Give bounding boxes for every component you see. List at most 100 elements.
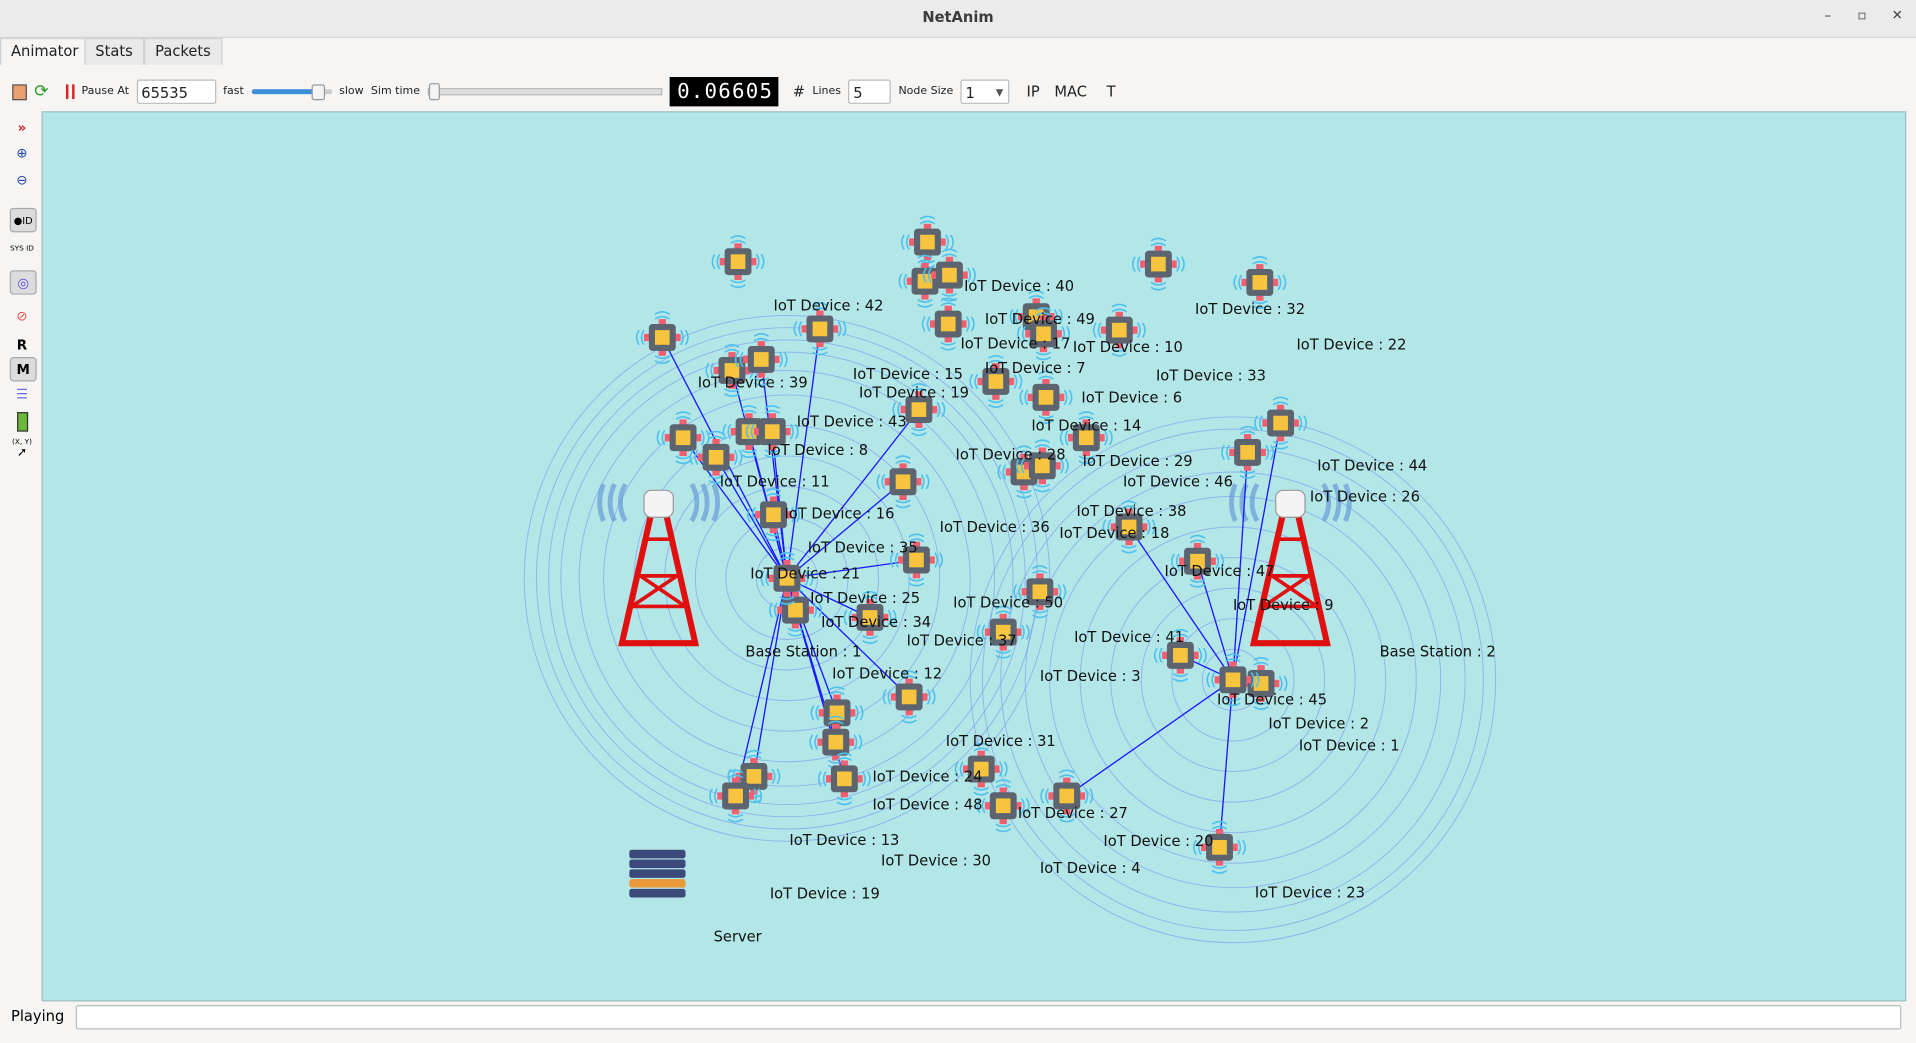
reload-icon[interactable]: ⟳ <box>34 81 49 102</box>
iot-device-icon <box>1017 307 1070 361</box>
device-chip <box>766 507 781 523</box>
iot-device-icon <box>635 310 689 364</box>
link-line <box>682 437 788 579</box>
wifi-waves <box>881 460 925 504</box>
wifi-waves <box>765 556 809 600</box>
device-label: IoT Device : 48 <box>872 795 983 814</box>
wifi-waves <box>848 595 892 640</box>
iot-device-icon <box>1015 439 1069 493</box>
zoom-in-icon[interactable]: ⊕ <box>16 144 28 161</box>
range-ring <box>1079 526 1387 834</box>
wifi-waves <box>843 590 897 644</box>
wifi-waves <box>1045 774 1089 818</box>
wifi-waves <box>711 235 765 289</box>
wifi-waves <box>1175 539 1220 583</box>
device-label: IoT Device : 1 <box>1298 737 1400 755</box>
wifi-waves <box>922 248 976 302</box>
wifi-waves <box>876 455 930 509</box>
sys-id-button[interactable]: SYS ID <box>10 243 34 253</box>
no-symbol-icon[interactable]: ⊘ <box>16 307 28 324</box>
base-station-tower-2 <box>1229 482 1352 647</box>
wifi-waves <box>814 720 858 764</box>
zoom-out-icon[interactable]: ⊖ <box>16 171 28 188</box>
r-button[interactable]: R <box>16 336 28 353</box>
wifi-waves <box>1092 303 1146 357</box>
pause-at-input[interactable]: 65535 <box>136 79 216 104</box>
wifi-waves <box>1019 370 1073 424</box>
pause-button[interactable] <box>65 73 75 110</box>
tab-packets[interactable]: Packets <box>144 37 222 65</box>
t-button[interactable]: T <box>1106 83 1116 101</box>
device-label: IoT Device : 27 <box>1017 804 1128 822</box>
xy-pointer-button[interactable]: (X, Y)➚ <box>12 437 32 460</box>
device-chip <box>988 374 1004 389</box>
wifi-waves <box>1021 312 1066 356</box>
tab-stats[interactable]: Stats <box>84 37 144 65</box>
maximize-button[interactable]: ▫ <box>1857 7 1867 24</box>
device-chip <box>1032 584 1048 600</box>
device-chip <box>973 761 989 777</box>
device-chip <box>828 734 844 750</box>
iot-device-icon <box>876 455 930 509</box>
tab-animator[interactable]: Animator <box>0 37 90 65</box>
link-line <box>1066 679 1234 797</box>
battery-icon[interactable] <box>10 411 34 433</box>
wifi-waves <box>954 742 1008 796</box>
wifi-waves <box>810 686 864 740</box>
status-field[interactable] <box>75 1005 1902 1030</box>
device-label: IoT Device : 35 <box>807 539 918 557</box>
open-file-icon[interactable] <box>12 73 27 110</box>
iot-device-icon <box>843 590 897 644</box>
link-line <box>786 409 920 579</box>
xy-label: (X, Y) <box>12 437 32 447</box>
device-chip <box>1190 553 1205 569</box>
device-chip <box>995 624 1011 640</box>
lines-spinbox[interactable]: 5 <box>848 79 892 104</box>
speed-slider[interactable] <box>251 73 332 110</box>
iot-device-icon <box>769 583 822 637</box>
node-id-icon[interactable]: ●ID <box>9 207 37 233</box>
iot-device-icon <box>901 215 954 269</box>
mac-button[interactable]: MAC <box>1054 83 1088 101</box>
wifi-waves <box>1153 628 1207 682</box>
device-chip <box>1151 256 1166 272</box>
tower-struts <box>1262 537 1319 609</box>
lines-icon[interactable]: ☰ <box>15 385 29 402</box>
device-label: IoT Device : 8 <box>767 441 869 459</box>
window-title: NetAnim <box>922 8 994 26</box>
wifi-waves <box>1136 242 1180 286</box>
sim-time-slider[interactable] <box>427 73 662 110</box>
minimize-button[interactable]: – <box>1824 7 1832 24</box>
device-label: IoT Device : 23 <box>1254 884 1365 902</box>
device-chip <box>746 769 762 784</box>
device-label: IoT Device : 38 <box>1076 502 1187 520</box>
wifi-waves <box>1226 430 1270 474</box>
device-label: IoT Device : 13 <box>789 831 900 849</box>
wifi-waves <box>689 430 743 484</box>
wifi-waves <box>769 583 822 637</box>
node-size-select[interactable]: 1▼ <box>960 79 1010 104</box>
wifi-waves <box>1102 500 1156 554</box>
wireless-circles-icon[interactable]: ◎ <box>9 270 37 295</box>
fast-forward-icon[interactable]: » <box>17 119 27 136</box>
ip-button[interactable]: IP <box>1026 83 1040 101</box>
wifi-waves <box>1024 375 1068 419</box>
wifi-waves <box>887 675 931 719</box>
grid-icon[interactable]: # <box>792 83 806 101</box>
pause-at-label: Pause At <box>81 85 130 98</box>
device-label: IoT Device : 49 <box>984 310 1095 328</box>
node-size-label: Node Size <box>898 85 954 98</box>
wifi-waves <box>981 784 1025 828</box>
wifi-waves <box>656 411 710 465</box>
base-station-label: Base Station : 1 <box>745 643 862 661</box>
link-line <box>786 559 917 580</box>
device-chip <box>675 430 691 446</box>
slow-label: slow <box>339 85 364 98</box>
device-chip <box>1273 415 1288 431</box>
device-label: IoT Device : 33 <box>1155 366 1266 384</box>
wifi-waves <box>798 307 842 351</box>
wifi-waves <box>750 410 794 454</box>
m-button[interactable]: M <box>9 357 37 382</box>
close-button[interactable]: ✕ <box>1891 7 1903 24</box>
